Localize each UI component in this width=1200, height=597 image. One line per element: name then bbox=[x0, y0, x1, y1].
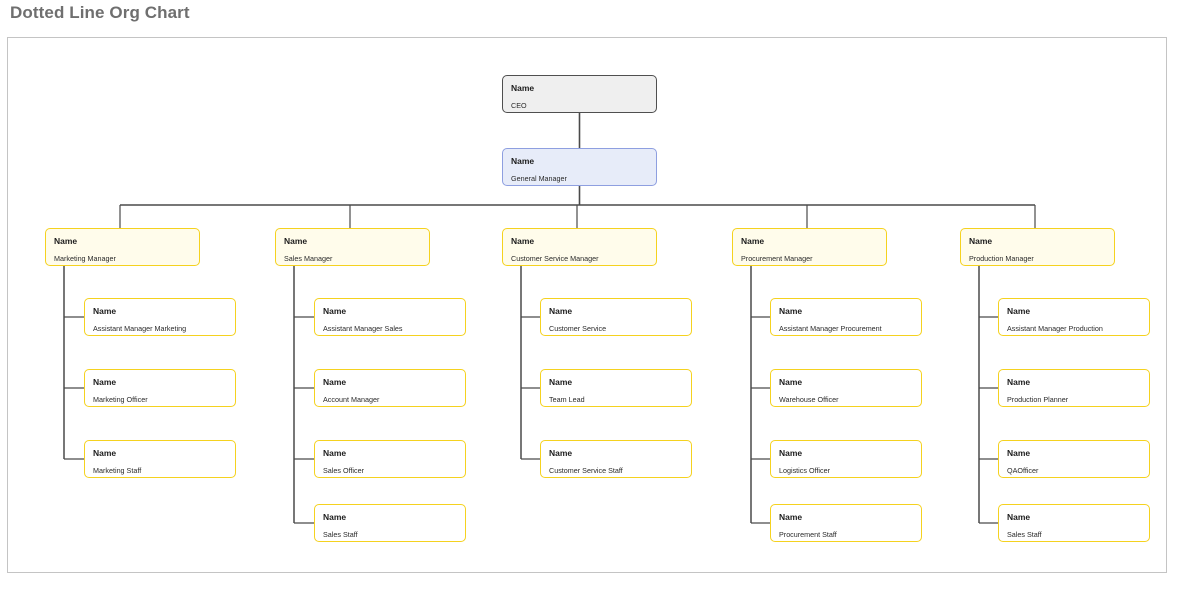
node-name: Name bbox=[54, 236, 78, 246]
node-name: Name bbox=[1007, 512, 1031, 522]
node-role: Team Lead bbox=[549, 395, 585, 404]
node-role: Sales Staff bbox=[1007, 530, 1042, 539]
node-name: Name bbox=[779, 512, 803, 522]
node-role: QAOfficer bbox=[1007, 466, 1039, 475]
node-name: Name bbox=[549, 448, 573, 458]
node-role: Marketing Manager bbox=[54, 254, 116, 263]
node-role: Assistant Manager Sales bbox=[323, 324, 403, 333]
node-role: Assistant Manager Production bbox=[1007, 324, 1103, 333]
node-name: Name bbox=[1007, 306, 1031, 316]
node-name: Name bbox=[779, 306, 803, 316]
node-role: Procurement Manager bbox=[741, 254, 813, 263]
node-name: Name bbox=[323, 306, 347, 316]
node-role: General Manager bbox=[511, 174, 567, 183]
node-role: Sales Manager bbox=[284, 254, 333, 263]
node-name: Name bbox=[511, 83, 535, 93]
node-name: Name bbox=[1007, 377, 1031, 387]
node-name: Name bbox=[549, 306, 573, 316]
node-name: Name bbox=[93, 448, 117, 458]
node-name: Name bbox=[511, 236, 535, 246]
node-role: Marketing Staff bbox=[93, 466, 142, 475]
node-role: Marketing Officer bbox=[93, 395, 148, 404]
node-role: CEO bbox=[511, 101, 527, 110]
node-role: Sales Staff bbox=[323, 530, 358, 539]
node-role: Assistant Manager Marketing bbox=[93, 324, 187, 333]
node-role: Customer Service bbox=[549, 324, 607, 333]
node-role: Production Manager bbox=[969, 254, 1034, 263]
node-role: Production Planner bbox=[1007, 395, 1069, 404]
node-role: Sales Officer bbox=[323, 466, 365, 475]
node-name: Name bbox=[741, 236, 765, 246]
node-name: Name bbox=[93, 306, 117, 316]
node-role: Assistant Manager Procurement bbox=[779, 324, 882, 333]
node-name: Name bbox=[511, 156, 535, 166]
node-name: Name bbox=[779, 377, 803, 387]
node-role: Logistics Officer bbox=[779, 466, 830, 475]
node-name: Name bbox=[323, 448, 347, 458]
node-role: Customer Service Staff bbox=[549, 466, 623, 475]
node-name: Name bbox=[93, 377, 117, 387]
node-name: Name bbox=[323, 377, 347, 387]
node-name: Name bbox=[549, 377, 573, 387]
node-name: Name bbox=[1007, 448, 1031, 458]
node-role: Procurement Staff bbox=[779, 530, 837, 539]
page-title: Dotted Line Org Chart bbox=[10, 3, 190, 22]
node-name: Name bbox=[323, 512, 347, 522]
node-role: Customer Service Manager bbox=[511, 254, 599, 263]
node-name: Name bbox=[284, 236, 308, 246]
node-name: Name bbox=[969, 236, 993, 246]
node-role: Warehouse Officer bbox=[779, 395, 839, 404]
node-role: Account Manager bbox=[323, 395, 380, 404]
node-name: Name bbox=[779, 448, 803, 458]
